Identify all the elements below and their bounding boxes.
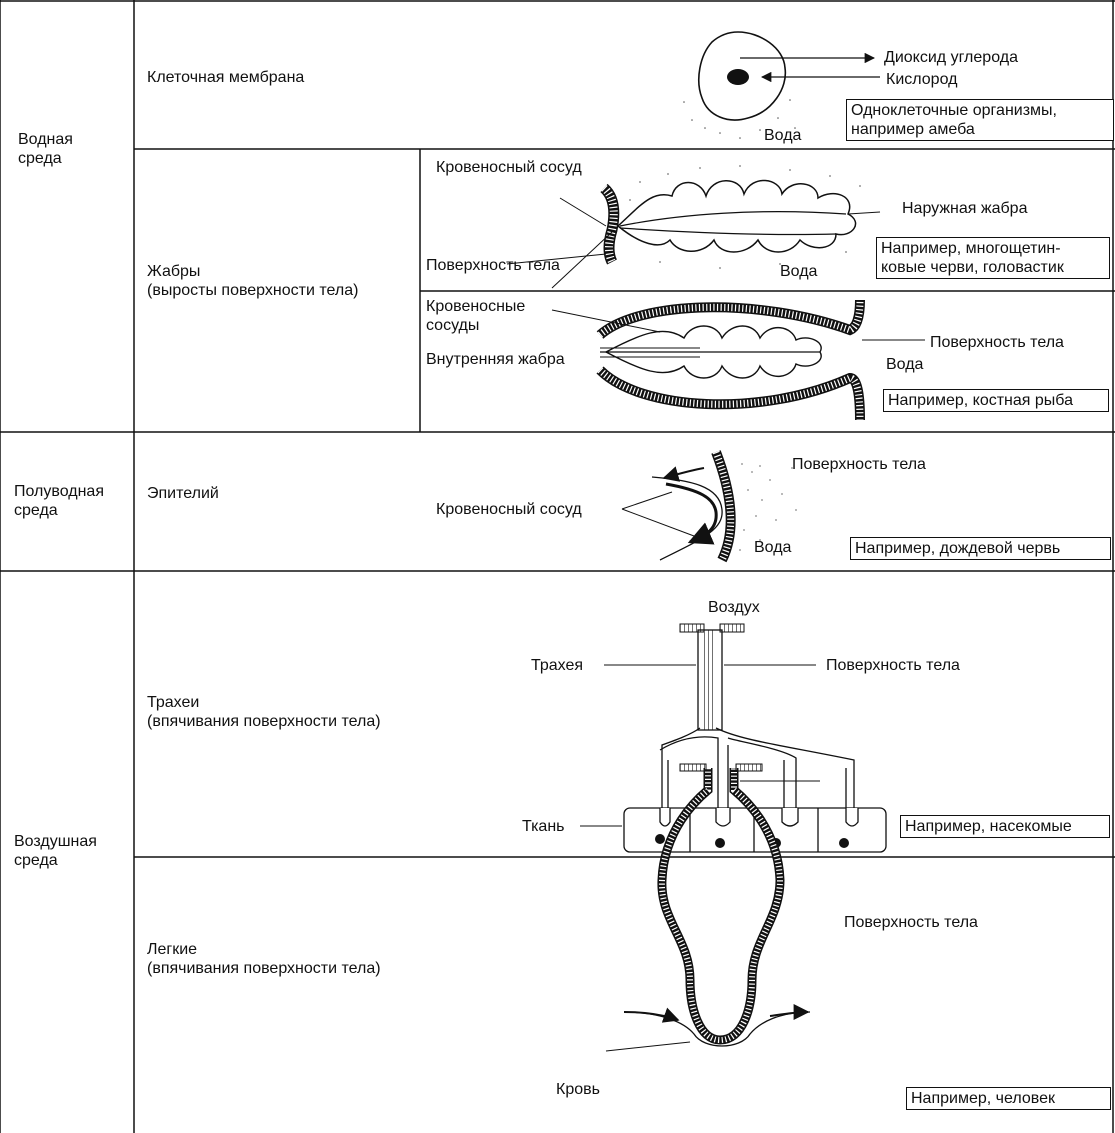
label-surface-external: Поверхность тела — [426, 256, 560, 275]
env-semiaquatic: Полуводная среда — [14, 482, 104, 520]
example-fish: Например, костная рыба — [883, 389, 1109, 412]
example-insects: Например, насекомые — [900, 815, 1110, 838]
label-water-internal: Вода — [886, 355, 923, 374]
organ-lungs: Легкие (впячивания поверхности тела) — [147, 940, 381, 978]
example-worms: Например, многощетин- ковые черви, голов… — [876, 237, 1110, 279]
label-water: Вода — [764, 126, 801, 145]
label-surface-trachea: Поверхность тела — [826, 656, 960, 675]
label-tissue: Ткань — [522, 817, 565, 836]
label-surface-lungs: Поверхность тела — [844, 913, 978, 932]
label-surface-semi: Поверхность тела — [792, 455, 926, 474]
organ-tracheae: Трахеи (впячивания поверхности тела) — [147, 693, 381, 731]
label-water-external: Вода — [780, 262, 817, 281]
label-vessel-external: Кровеносный сосуд — [436, 158, 582, 177]
example-earthworm: Например, дождевой червь — [850, 537, 1111, 560]
external-gill-drawing — [507, 165, 880, 269]
lung-drawing — [606, 764, 820, 1051]
label-external-gill: Наружная жабра — [902, 199, 1027, 218]
example-amoeba: Одноклеточные организмы, например амеба — [846, 99, 1114, 141]
env-water: Водная среда — [18, 130, 73, 168]
label-surface-internal: Поверхность тела — [930, 333, 1064, 352]
organ-gills: Жабры (выросты поверхности тела) — [147, 262, 358, 300]
organ-membrane: Клеточная мембрана — [147, 68, 304, 87]
organ-epithelium: Эпителий — [147, 484, 219, 503]
label-vessel-semi: Кровеносный сосуд — [436, 500, 582, 519]
label-trachea: Трахея — [531, 656, 583, 675]
label-water-semi: Вода — [754, 538, 791, 557]
label-vessels-internal: Кровеносные сосуды — [426, 297, 525, 335]
label-blood: Кровь — [556, 1080, 600, 1099]
example-human: Например, человек — [906, 1087, 1111, 1110]
label-air: Воздух — [708, 598, 760, 617]
label-internal-gill: Внутренняя жабра — [426, 350, 565, 369]
label-co2: Диоксид углерода — [884, 48, 1018, 67]
label-o2: Кислород — [886, 70, 957, 89]
env-air: Воздушная среда — [14, 832, 97, 870]
